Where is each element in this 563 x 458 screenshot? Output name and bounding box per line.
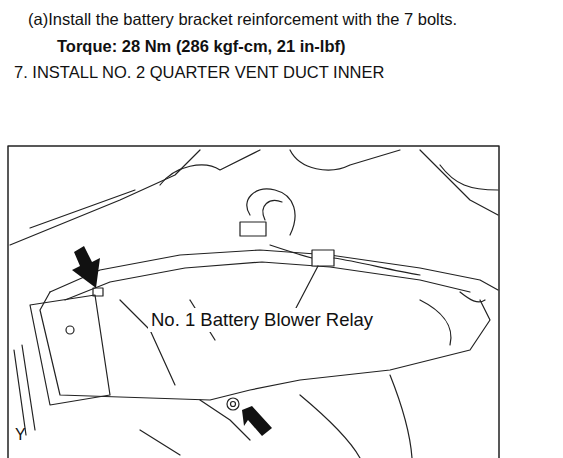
panel-edge: [140, 430, 180, 455]
bolt: [227, 398, 239, 410]
quarter-vent-duct: [65, 262, 470, 300]
relay-wire: [334, 258, 420, 275]
figure-frame: [8, 146, 499, 458]
panel-edge: [14, 350, 26, 435]
figure-code: Y: [15, 426, 26, 444]
leader-line: [296, 266, 318, 308]
relay-wire: [270, 245, 312, 258]
bolt-hole: [66, 326, 74, 334]
duct-rib: [420, 300, 451, 345]
pointer-arrow: [242, 406, 272, 436]
panel-edge: [10, 150, 200, 245]
panel-edge: [30, 190, 135, 228]
instruction-step: (a)Install the battery bracket reinforce…: [28, 10, 457, 29]
quarter-vent-duct: [40, 292, 490, 400]
panel-edge: [300, 395, 360, 458]
quarter-vent-duct: [50, 250, 498, 292]
bolt: [231, 402, 236, 407]
torque-spec: Torque: 28 Nm (286 kgf-cm, 21 in-lbf): [57, 37, 346, 56]
duct-rib: [460, 292, 485, 302]
relay-body: [312, 250, 334, 266]
pointer-arrow: [72, 246, 100, 288]
bracket-plate: [30, 295, 110, 405]
panel-edge: [420, 150, 498, 215]
panel-edge: [390, 375, 412, 458]
panel-edge: [160, 150, 260, 185]
hose: [247, 189, 295, 235]
bolt: [93, 288, 103, 296]
connector: [240, 222, 266, 236]
panel-edge: [200, 400, 250, 440]
part-label: No. 1 Battery Blower Relay: [148, 308, 376, 332]
procedure-heading: 7. INSTALL NO. 2 QUARTER VENT DUCT INNER: [14, 63, 384, 82]
panel-edge: [440, 165, 498, 190]
hose: [263, 201, 282, 220]
panel-edge: [290, 150, 400, 170]
